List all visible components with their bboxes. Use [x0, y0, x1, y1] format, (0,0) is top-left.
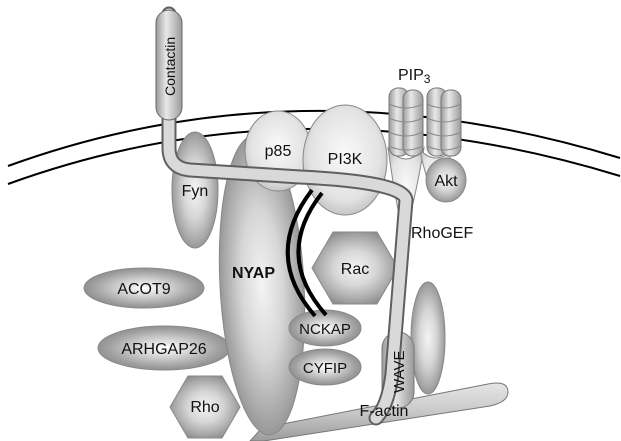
f-actin-label: F-actin	[360, 403, 409, 420]
pip3-label-sub: 3	[424, 72, 431, 86]
akt-label: Akt	[434, 173, 458, 190]
p85-label: p85	[265, 143, 292, 160]
wave-label: WAVE	[391, 350, 408, 393]
rac-label: Rac	[341, 261, 369, 278]
pi3k-label: PI3K	[328, 151, 363, 168]
wave-back-node	[411, 282, 445, 394]
rho-label: Rho	[190, 399, 219, 416]
contactin-label: Contactin	[162, 37, 178, 96]
arhgap26-label: ARHGAP26	[121, 341, 206, 358]
pip3-label: PIP3	[398, 67, 431, 86]
rhogef-label: RhoGEF	[411, 225, 473, 242]
nckap-label: NCKAP	[299, 321, 351, 338]
fyn-label: Fyn	[182, 183, 209, 200]
pip3-label-main: PIP	[398, 67, 424, 84]
pip3-helices	[389, 88, 461, 156]
acot9-label: ACOT9	[117, 281, 170, 298]
nyap-label: NYAP	[232, 265, 275, 282]
cyfip-label: CYFIP	[303, 360, 347, 377]
